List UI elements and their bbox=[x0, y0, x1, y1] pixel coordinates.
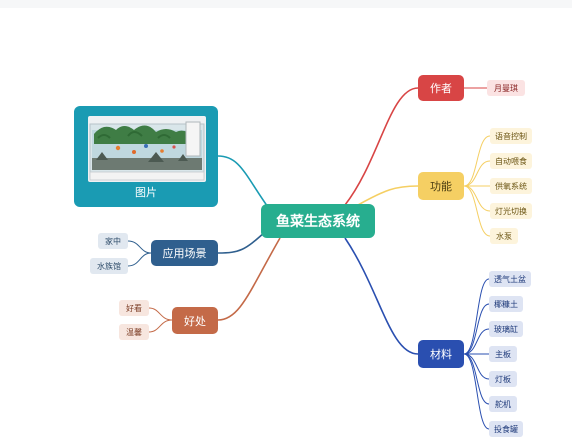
central-topic[interactable]: 鱼菜生态系统 bbox=[261, 204, 375, 238]
branch-author[interactable]: 作者 bbox=[418, 75, 464, 101]
leaf-materials-0[interactable]: 透气土盆 bbox=[489, 271, 531, 287]
leaf-function-2[interactable]: 供氧系统 bbox=[490, 178, 532, 194]
leaf-function-4[interactable]: 水泵 bbox=[490, 228, 518, 244]
leaf-materials-2[interactable]: 玻璃缸 bbox=[489, 321, 523, 337]
branch-materials[interactable]: 材料 bbox=[418, 340, 464, 368]
branch-scenes[interactable]: 应用场景 bbox=[151, 240, 218, 266]
leaf-author-0[interactable]: 月曼琪 bbox=[487, 80, 525, 96]
connectors-function-leaves bbox=[463, 135, 491, 237]
image-caption: 图片 bbox=[135, 186, 157, 199]
connector-center-scenes bbox=[217, 231, 266, 254]
branch-function[interactable]: 功能 bbox=[418, 172, 464, 200]
leaf-materials-5[interactable]: 舵机 bbox=[489, 396, 517, 412]
leaf-benefits-1[interactable]: 温馨 bbox=[119, 324, 149, 340]
leaf-function-0[interactable]: 语音控制 bbox=[490, 128, 532, 144]
branch-benefits[interactable]: 好处 bbox=[172, 307, 218, 334]
connector-center-function bbox=[357, 185, 419, 206]
connectors-scenes-leaves bbox=[127, 240, 152, 267]
connectors-benefits-leaves bbox=[148, 307, 173, 333]
top-toolbar-strip bbox=[0, 0, 572, 8]
connectors-materials-leaves bbox=[463, 278, 490, 430]
leaf-function-3[interactable]: 灯光切换 bbox=[490, 203, 532, 219]
connector-center-image bbox=[217, 155, 271, 211]
leaf-materials-6[interactable]: 投食罐 bbox=[489, 421, 523, 437]
branch-image[interactable]: 图片 bbox=[74, 106, 218, 207]
connector-center-author bbox=[344, 87, 419, 206]
leaf-materials-1[interactable]: 椰糠土 bbox=[489, 296, 523, 312]
leaf-materials-4[interactable]: 灯板 bbox=[489, 371, 517, 387]
leaf-scenes-1[interactable]: 水族馆 bbox=[90, 258, 128, 274]
leaf-function-1[interactable]: 自动喂食 bbox=[490, 153, 532, 169]
leaf-benefits-0[interactable]: 好看 bbox=[119, 300, 149, 316]
leaf-scenes-0[interactable]: 家中 bbox=[98, 233, 128, 249]
leaf-materials-3[interactable]: 主板 bbox=[489, 346, 517, 362]
connector-center-materials bbox=[344, 237, 419, 355]
connector-center-benefits bbox=[217, 237, 281, 321]
aquarium-photo bbox=[88, 116, 206, 182]
